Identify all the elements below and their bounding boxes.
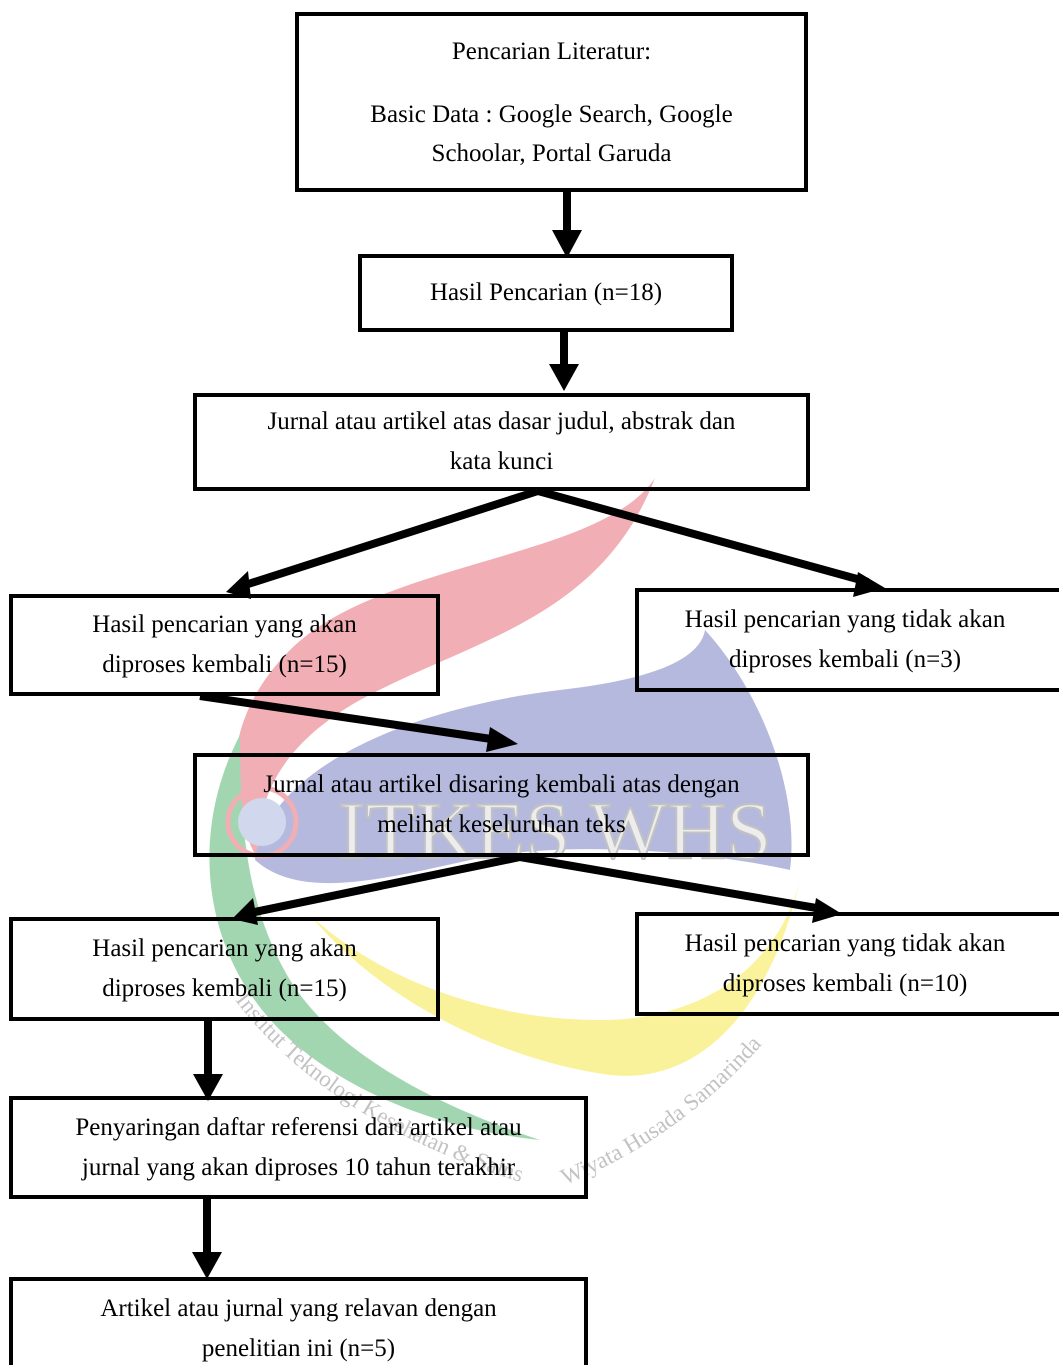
box-literature-search-line-2: Schoolar, Portal Garuda: [431, 139, 672, 167]
box-title-abstract-screening: Jurnal atau artikel atas dasar judul, ab…: [193, 393, 810, 491]
arrowhead-1: [552, 230, 582, 258]
box-literature-search-title: Pencarian Literatur:: [451, 37, 652, 65]
box-reference-filtering-line-2: jurnal yang akan diproses 10 tahun terak…: [81, 1153, 516, 1181]
watermark-red-swoosh: [234, 478, 655, 860]
arrowhead-4: [853, 572, 885, 597]
box-excluded-first: Hasil pencarian yang tidak akan diproses…: [635, 588, 1059, 692]
arrowhead-2: [549, 364, 579, 391]
box-reference-filtering: Penyaringan daftar referensi dari artike…: [9, 1096, 588, 1199]
box-excluded-second-line-2: diproses kembali (n=10): [722, 970, 968, 997]
box-literature-search-line-1: Basic Data : Google Search, Google: [370, 100, 733, 128]
box-reference-filtering-line-1: Penyaringan daftar referensi dari artike…: [75, 1113, 522, 1141]
arrowhead-6: [232, 898, 258, 925]
watermark-green-swoosh: [209, 735, 541, 1140]
box-processed-second: Hasil pencarian yang akan diproses kemba…: [9, 917, 440, 1021]
box-excluded-first-line-1: Hasil pencarian yang tidak akan: [684, 606, 1006, 633]
box-processed-first: Hasil pencarian yang akan diproses kemba…: [9, 594, 440, 696]
box-excluded-second-line-1: Hasil pencarian yang tidak akan: [684, 930, 1006, 957]
arrow-processed-to-fulltext-screen: [199, 692, 499, 744]
box-final-relevant-line-2: penelitian ini (n=5): [201, 1335, 396, 1362]
box-full-text-screening-line-1: Jurnal atau artikel disaring kembali ata…: [263, 771, 740, 798]
arrowhead-5: [486, 727, 518, 752]
box-excluded-first-line-2: diproses kembali (n=3): [728, 646, 962, 673]
arrowhead-8: [193, 1074, 223, 1101]
box-processed-second-line-1: Hasil pencarian yang akan: [92, 935, 357, 962]
box-final-relevant: Artikel atau jurnal yang relavan dengan …: [9, 1277, 588, 1365]
box-processed-first-line-2: diproses kembali (n=15): [102, 651, 347, 678]
arrowhead-3: [226, 571, 251, 599]
arrow-title-screen-to-processed: [240, 487, 540, 590]
arrowhead-7: [812, 898, 842, 923]
box-processed-first-line-1: Hasil pencarian yang akan: [92, 611, 357, 638]
box-full-text-screening: Jurnal atau artikel disaring kembali ata…: [193, 753, 810, 857]
watermark-yellow-swoosh: [310, 880, 800, 1076]
box-final-relevant-line-1: Artikel atau jurnal yang relavan dengan: [100, 1295, 497, 1322]
box-literature-search: Pencarian Literatur: Basic Data : Google…: [295, 12, 808, 192]
arrow-fulltext-screen-to-excluded: [519, 853, 829, 914]
arrowhead-9: [192, 1252, 222, 1279]
arrow-fulltext-screen-to-processed: [244, 853, 521, 918]
arrow-title-screen-to-excluded: [536, 487, 870, 586]
box-excluded-second: Hasil pencarian yang tidak akan diproses…: [635, 912, 1059, 1016]
box-full-text-screening-line-2: melihat keseluruhan teks: [377, 811, 626, 838]
box-title-abstract-screening-line-1: Jurnal atau artikel atas dasar judul, ab…: [267, 408, 736, 435]
box-search-results: Hasil Pencarian (n=18): [358, 254, 734, 332]
box-processed-second-line-2: diproses kembali (n=15): [102, 975, 347, 1002]
box-title-abstract-screening-line-2: kata kunci: [449, 448, 554, 475]
box-search-results-text: Hasil Pencarian (n=18): [429, 279, 663, 306]
